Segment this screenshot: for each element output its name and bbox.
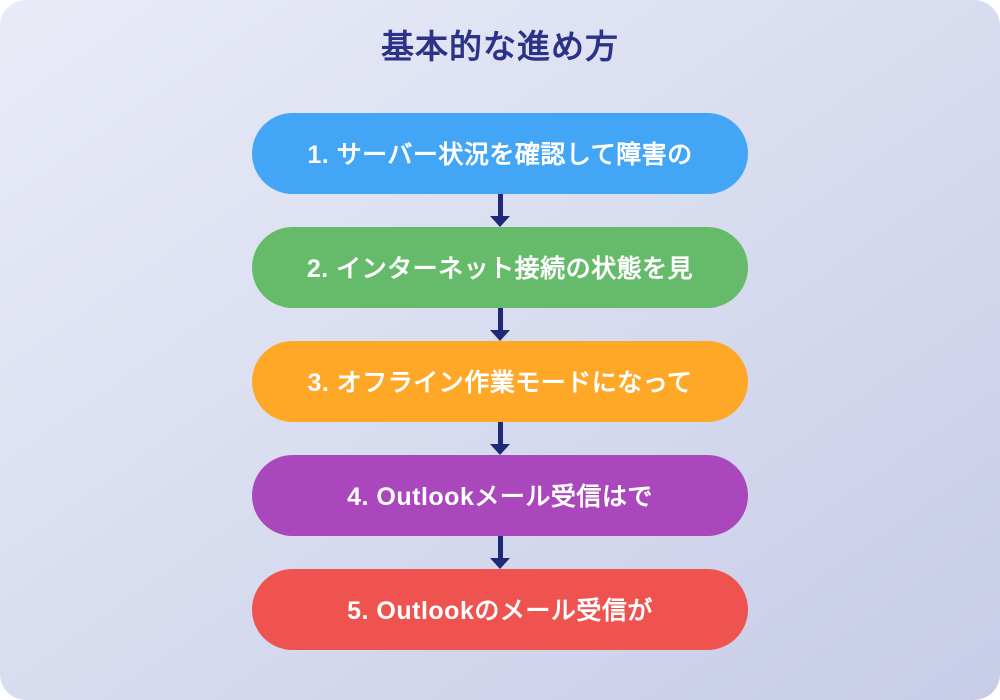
flow-column: 1. サーバー状況を確認して障害の 2. インターネット接続の状態を見 3. オ…	[0, 112, 1000, 650]
down-arrow-icon	[490, 557, 510, 569]
flow-step-label: 5. Outlookのメール受信が	[347, 597, 653, 626]
down-arrow-connector	[490, 421, 510, 455]
down-arrow-connector	[490, 193, 510, 227]
flow-step-label: 3. オフライン作業モードになって	[307, 369, 693, 398]
flow-step-label: 4. Outlookメール受信はで	[347, 483, 653, 512]
arrow-line	[497, 421, 503, 444]
down-arrow-icon	[490, 215, 510, 227]
flow-step: 2. インターネット接続の状態を見	[252, 226, 748, 308]
arrow-line	[497, 193, 503, 216]
flow-step-label: 1. サーバー状況を確認して障害の	[307, 141, 693, 170]
down-arrow-icon	[490, 329, 510, 341]
down-arrow-connector	[490, 307, 510, 341]
flow-step: 1. サーバー状況を確認して障害の	[252, 112, 748, 194]
arrow-line	[497, 535, 503, 558]
flow-step: 4. Outlookメール受信はで	[252, 454, 748, 536]
flow-step-label: 2. インターネット接続の状態を見	[306, 255, 694, 284]
down-arrow-icon	[490, 443, 510, 455]
page-title: 基本的な進め方	[381, 28, 619, 65]
arrow-line	[497, 307, 503, 330]
flow-step: 3. オフライン作業モードになって	[252, 340, 748, 422]
flow-step: 5. Outlookのメール受信が	[252, 568, 748, 650]
down-arrow-connector	[490, 535, 510, 569]
